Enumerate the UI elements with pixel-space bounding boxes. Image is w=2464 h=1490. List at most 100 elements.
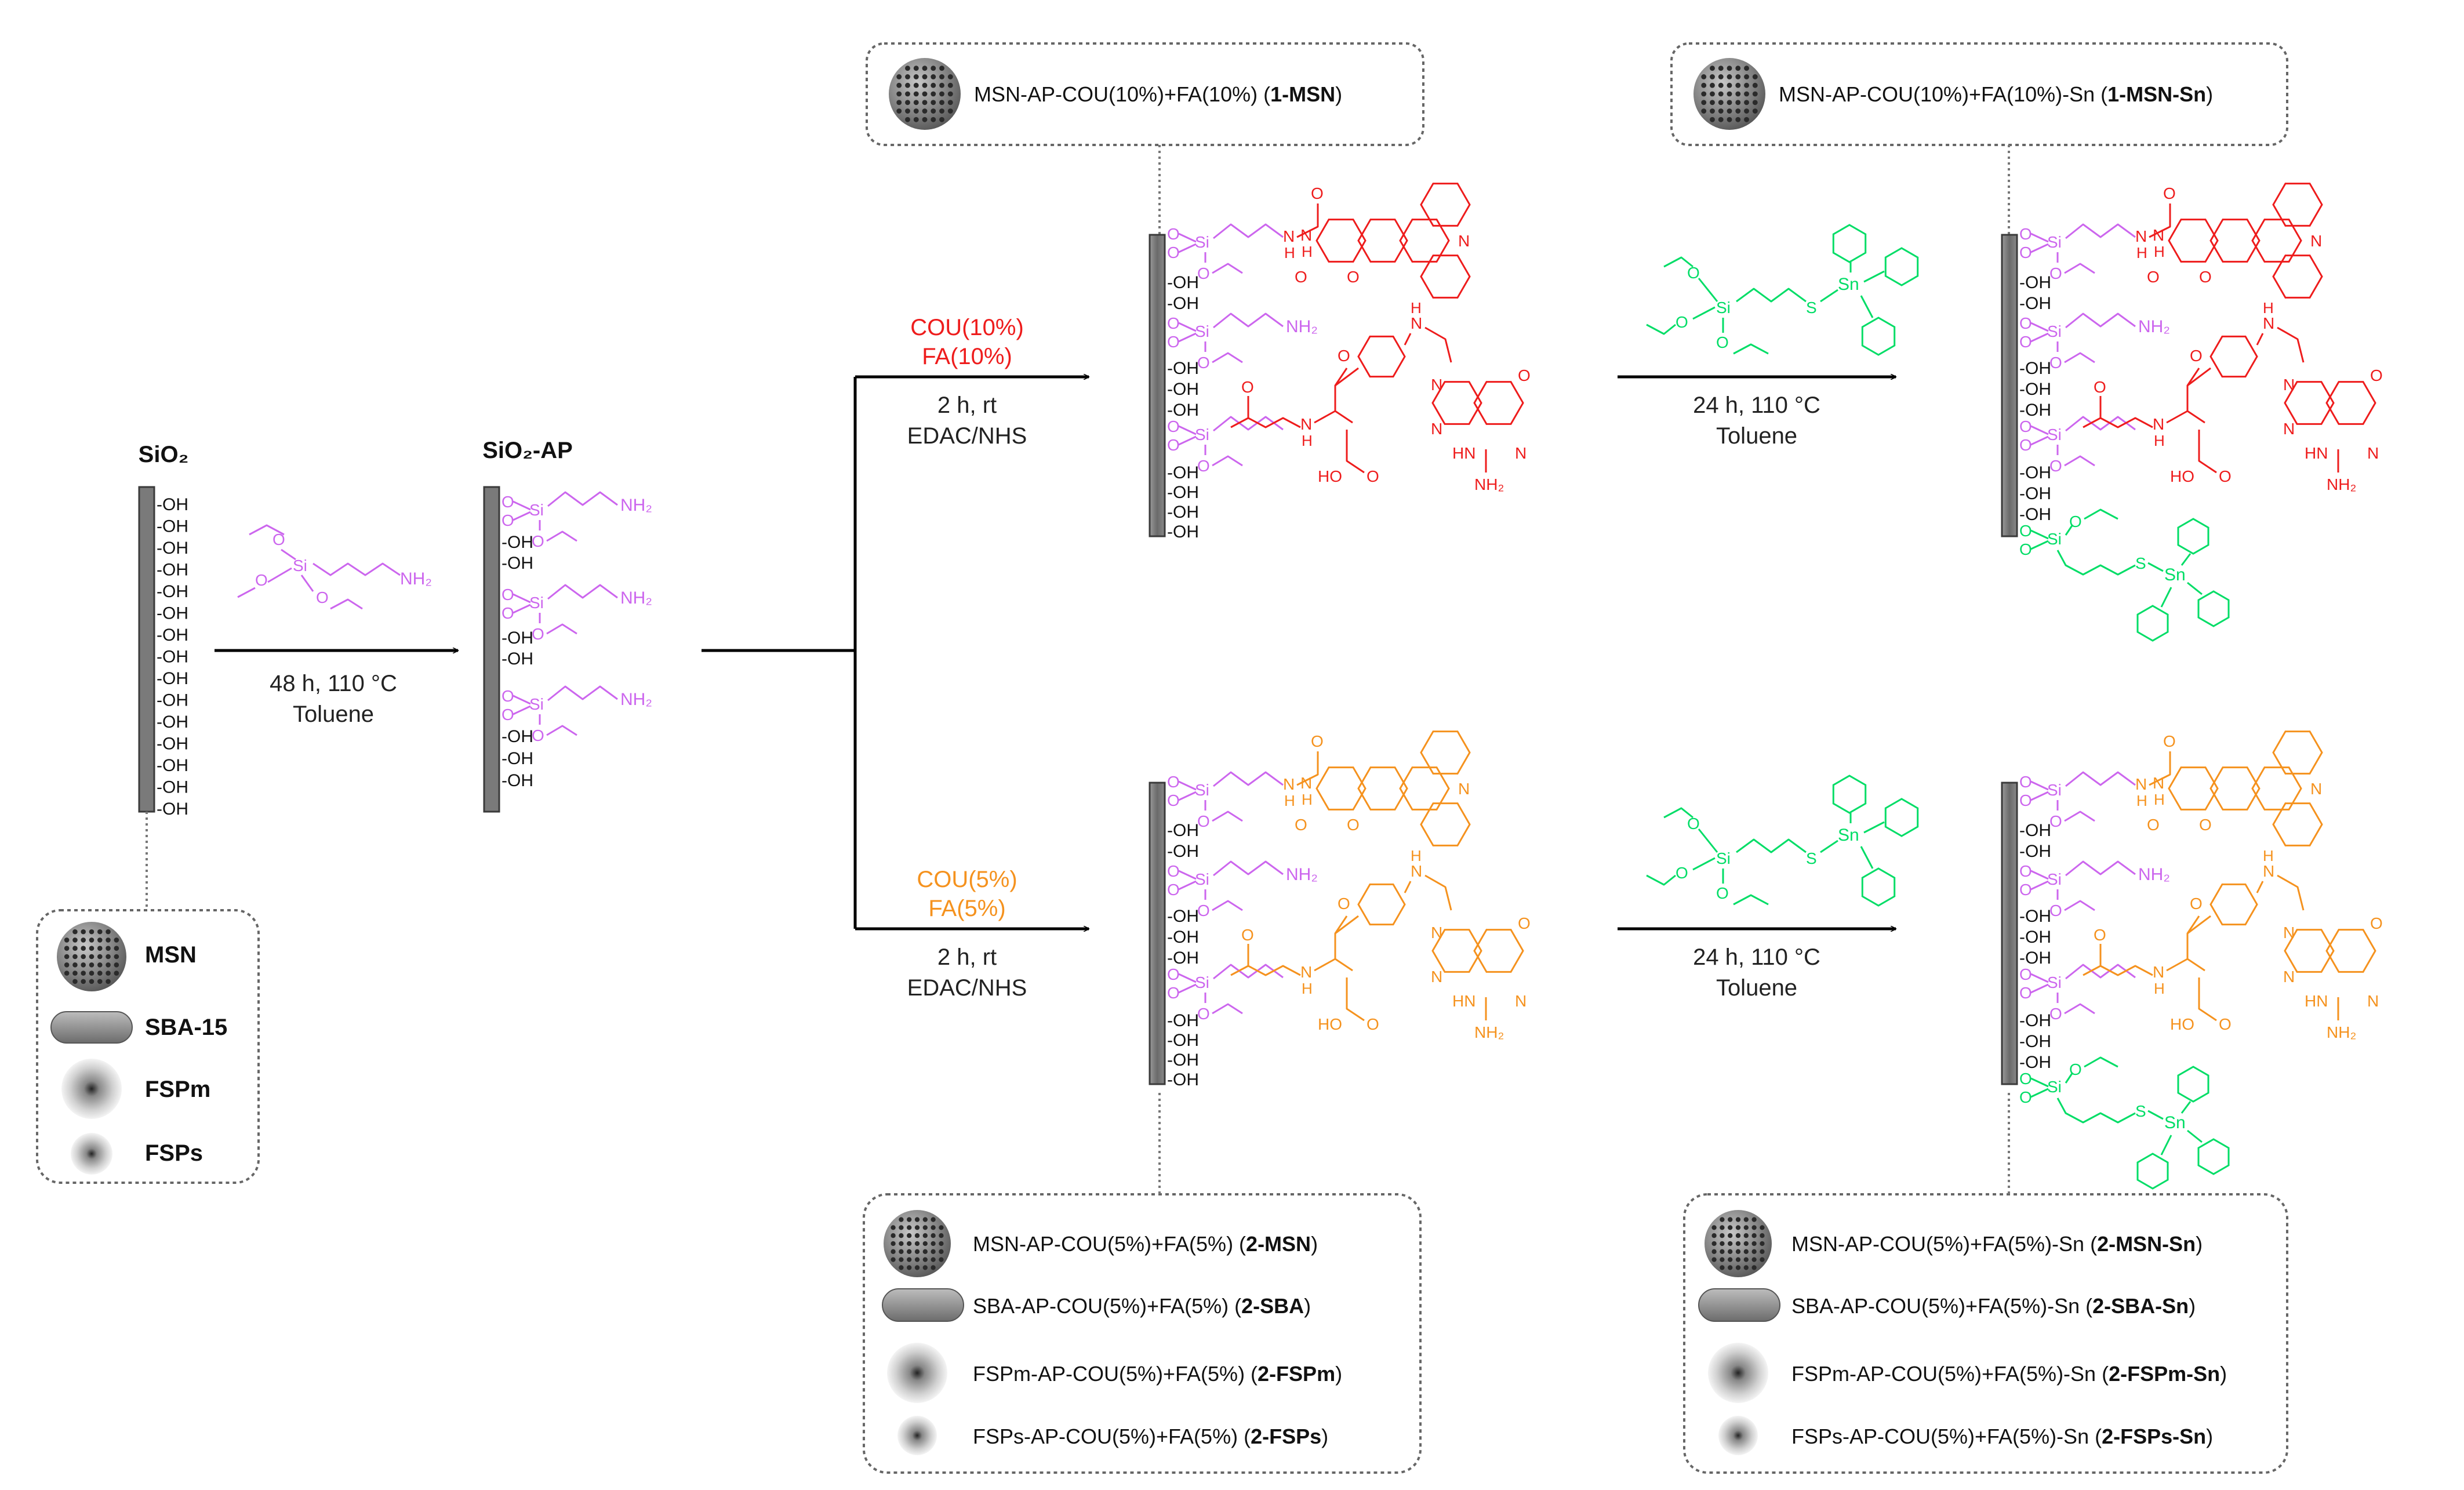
pore-dot: [1710, 117, 1715, 122]
pore-dot: [1727, 66, 1732, 71]
product-2-sba: SBA-AP-COU(5%)+FA(5%) (2-SBA): [973, 1294, 1311, 1318]
pore-dot: [97, 954, 103, 960]
pore-dot: [72, 979, 78, 984]
propyl-chain: [2056, 1097, 2136, 1124]
pore-dot: [1751, 1249, 1757, 1254]
julolidine-ring: [2272, 802, 2323, 846]
nitrogen-atom: N: [2263, 862, 2274, 880]
pore-dot: [81, 962, 86, 968]
oxygen-atom: O: [1167, 225, 1180, 243]
pore-dot: [1760, 1225, 1765, 1230]
amine-group: NH₂: [2327, 475, 2356, 493]
julolidine-ring: [2272, 731, 2323, 775]
hydrogen-atom: H: [1411, 847, 1422, 864]
phenyl-ring: [2136, 1153, 2169, 1190]
sulfur-atom: S: [2135, 554, 2146, 572]
pore-dot: [1728, 1241, 1733, 1246]
top-reagent-fa: FA(10%): [922, 344, 1012, 369]
pore-dot: [81, 954, 86, 960]
bottom-tin-solvent: Toluene: [1716, 975, 1797, 1001]
si-o-bond: [1178, 322, 1197, 343]
surface-bar: [1149, 234, 1166, 537]
silanol-oh: -OH: [157, 582, 188, 601]
silanol-oh: -OH: [2019, 359, 2051, 378]
pore-dot: [899, 1257, 904, 1262]
pore-dot: [907, 1217, 912, 1222]
pore-dot: [97, 937, 103, 943]
si-o-bond: [1178, 870, 1197, 891]
silicon-atom: Si: [2047, 530, 2062, 548]
pore-dot: [89, 946, 95, 951]
pore-dot: [1735, 91, 1741, 97]
silanol-oh: -OH: [2019, 821, 2051, 840]
pore-dot: [1710, 82, 1715, 88]
bond: [2100, 417, 2153, 428]
pore-dot: [947, 74, 953, 79]
oxygen-atom: O: [2019, 862, 2032, 880]
bottom-right-product-box: MSN-AP-COU(5%)+FA(5%)-Sn (2-MSN-Sn) SBA-…: [1683, 1193, 2288, 1474]
si-o-bond: [1178, 425, 1197, 446]
pore-dot: [1744, 100, 1749, 106]
bond: [1248, 965, 1301, 976]
pore-dot: [1728, 1233, 1733, 1238]
silicon-atom: Si: [1716, 299, 1731, 317]
pore-dot: [899, 1249, 904, 1254]
pore-dot: [1728, 1265, 1733, 1270]
pore-dot: [1718, 91, 1724, 97]
tin-atom: Sn: [1838, 275, 1859, 294]
si-o-bond: [2030, 322, 2049, 343]
silanol-oh: -OH: [1167, 928, 1199, 947]
nitrogen-atom: N: [2367, 444, 2379, 462]
silanol-oh: -OH: [501, 771, 533, 790]
ethoxy-chain: [300, 575, 363, 610]
julolidine-ring: [2272, 183, 2323, 227]
pore-dot: [931, 1257, 936, 1262]
silanol-oh: -OH: [501, 749, 533, 768]
silanol-oh: -OH: [1167, 1031, 1199, 1050]
oxygen-atom: O: [2019, 540, 2032, 558]
bond: [1404, 874, 1452, 911]
pore-dot: [1752, 82, 1758, 88]
pore-dot: [1735, 100, 1741, 106]
silanol-oh: -OH: [2019, 907, 2051, 926]
silanol-oh: -OH: [1167, 483, 1199, 502]
silanol-oh: -OH: [1167, 401, 1199, 420]
pore-dot: [1711, 1233, 1717, 1238]
silanol-oh: -OH: [1167, 1051, 1199, 1070]
step1-solvent: Toluene: [293, 702, 374, 727]
bond: [2256, 874, 2305, 911]
top-reagent-cou: COU(10%): [910, 315, 1024, 340]
pore-dot: [1735, 117, 1741, 122]
sba-rod-icon: [1698, 1288, 1780, 1322]
pore-dot: [947, 108, 953, 114]
pore-dot: [1743, 1217, 1749, 1222]
oxygen-atom: O: [1367, 467, 1379, 485]
pore-dot: [81, 937, 86, 943]
hydrogen-atom: H: [1302, 243, 1313, 260]
silicon-atom: Si: [529, 594, 544, 612]
pore-dot: [939, 91, 944, 97]
silicon-atom: Si: [1195, 233, 1209, 251]
ethyl-chain: [2064, 263, 2095, 274]
ethyl-chain: [546, 530, 577, 542]
pore-dot: [1735, 1257, 1741, 1262]
oxygen-atom: O: [1295, 816, 1307, 834]
silanol-oh: -OH: [157, 669, 188, 688]
pore-dot: [1710, 108, 1715, 114]
pore-dot: [931, 117, 936, 122]
product-2-fsps: FSPs-AP-COU(5%)+FA(5%) (2-FSPs): [973, 1424, 1328, 1448]
bottom-coupling-time: 2 h, rt: [937, 944, 997, 970]
pore-dot: [1718, 100, 1724, 106]
silanol-oh: -OH: [1167, 503, 1199, 522]
oxygen-atom: O: [2049, 1005, 2062, 1023]
oxygen-atom: O: [1676, 313, 1688, 331]
pore-dot: [1718, 66, 1724, 71]
ethyl-chain: [1212, 811, 1243, 822]
surface-bar: [2001, 234, 2018, 537]
sba-rod-icon: [50, 1011, 133, 1044]
pore-dot: [1710, 74, 1715, 79]
si-o-bond: [513, 695, 531, 715]
oxygen-atom: O: [501, 511, 514, 529]
pore-dot: [922, 1265, 928, 1270]
pore-dot: [64, 946, 70, 951]
